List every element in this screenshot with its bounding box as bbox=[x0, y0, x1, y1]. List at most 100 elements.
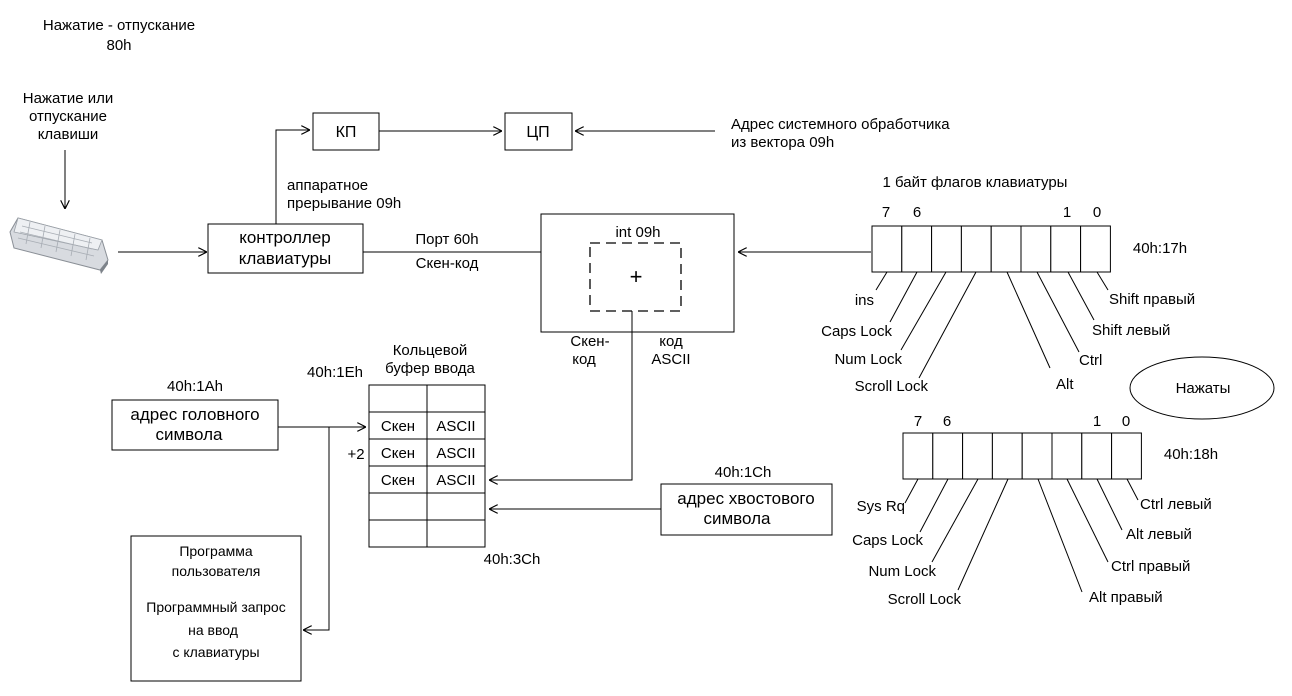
keypress-line2: отпускание bbox=[29, 108, 107, 125]
out-scan-line2: код bbox=[572, 351, 596, 368]
ring-buffer-scan-text: Скен bbox=[381, 445, 415, 462]
flag-label: Ctrl bbox=[1079, 352, 1102, 369]
hw-interrupt-line2: прерывание 09h bbox=[287, 195, 401, 212]
flag-bit-cell bbox=[1081, 432, 1113, 480]
flags2-bit7: 7 bbox=[914, 413, 922, 430]
arrow-int09-to-buffer bbox=[489, 311, 633, 480]
flags1-addr: 40h:17h bbox=[1133, 240, 1187, 257]
ring-buffer-cell-scan bbox=[368, 519, 428, 548]
ring-buffer-cell-ascii bbox=[426, 384, 486, 413]
ring-buffer-cell-scan bbox=[368, 384, 428, 413]
flag-bit-cell bbox=[931, 225, 962, 273]
flag-label: Ctrl правый bbox=[1111, 558, 1190, 575]
ring-buffer-ascii-text: ASCII bbox=[436, 445, 475, 462]
user-program-line3: Программный запрос bbox=[146, 599, 285, 615]
controller-line1: контроллер bbox=[239, 228, 331, 247]
cpu-label: ЦП bbox=[526, 124, 549, 141]
flag-leader-line bbox=[889, 271, 918, 323]
controller-line2: клавиатуры bbox=[239, 249, 332, 268]
keypress-line1: Нажатие или bbox=[23, 90, 114, 107]
ring-buffer-title-line1: Кольцевой bbox=[393, 342, 468, 359]
flags2-register bbox=[902, 432, 1142, 480]
kp-label: КП bbox=[336, 124, 357, 141]
flag-label: Caps Lock bbox=[852, 532, 923, 549]
ring-buffer-scan-text: Скен bbox=[381, 472, 415, 489]
flag-label: Shift правый bbox=[1109, 291, 1195, 308]
ring-buffer-scan-text: Скен bbox=[381, 418, 415, 435]
flag-leader-line bbox=[957, 478, 1009, 591]
flag-leader-line bbox=[1066, 478, 1109, 563]
int09-label: int 09h bbox=[615, 224, 660, 241]
out-ascii-line1: код bbox=[659, 333, 683, 350]
ring-buffer-ascii-text: ASCII bbox=[436, 472, 475, 489]
pressed-ellipse bbox=[1129, 356, 1275, 420]
flag-bit-cell bbox=[1021, 432, 1053, 480]
flags-title: 1 байт флагов клавиатуры bbox=[883, 174, 1068, 191]
flag-leader-line bbox=[1037, 478, 1083, 593]
flag-leader-line bbox=[918, 271, 977, 379]
ring-buffer-cell-ascii bbox=[426, 492, 486, 521]
flag-label: Alt bbox=[1056, 376, 1074, 393]
top-note-line2: 80h bbox=[106, 37, 131, 54]
head-pointer-line1: адрес головного bbox=[130, 405, 259, 424]
flag-bit-cell bbox=[1051, 432, 1083, 480]
handler-address-line2: из вектора 09h bbox=[731, 134, 834, 151]
flag-leader-line bbox=[1006, 271, 1051, 369]
pressed-label: Нажаты bbox=[1176, 380, 1231, 397]
flag-label: Sys Rq bbox=[857, 498, 905, 515]
int09-handler-box bbox=[540, 213, 735, 333]
user-program-line1: Программа bbox=[179, 543, 253, 559]
flag-bit-cell bbox=[1111, 432, 1142, 480]
hw-interrupt-line1: аппаратное bbox=[287, 177, 368, 194]
flag-bit-cell bbox=[1080, 225, 1111, 273]
ring-buffer-ascii-text: ASCII bbox=[436, 418, 475, 435]
flag-label: Num Lock bbox=[868, 563, 936, 580]
flag-bit-cell bbox=[871, 225, 903, 273]
user-program-box bbox=[130, 535, 302, 682]
user-program-line5: с клавиатуры bbox=[172, 644, 259, 660]
flag-bit-cell bbox=[902, 432, 934, 480]
flag-label: Ctrl левый bbox=[1140, 496, 1212, 513]
flag-label: Shift левый bbox=[1092, 322, 1170, 339]
ring-buffer-cell-scan bbox=[368, 492, 428, 521]
flag-leader-line bbox=[1067, 271, 1095, 321]
ring-buffer-cell-ascii bbox=[426, 465, 486, 494]
flag-leader-line bbox=[919, 478, 949, 533]
flag-label: Alt левый bbox=[1126, 526, 1192, 543]
flag-bit-cell bbox=[901, 225, 933, 273]
flag-bit-cell bbox=[990, 225, 1022, 273]
flag-leader-line bbox=[900, 271, 947, 351]
flag-leader-line bbox=[1096, 478, 1123, 531]
ring-buffer-cell-scan bbox=[368, 465, 428, 494]
tail-pointer-box bbox=[660, 483, 833, 536]
keypress-line3: клавиши bbox=[38, 126, 99, 143]
ring-buffer-start-addr: 40h:1Eh bbox=[307, 364, 363, 381]
flag-label: Caps Lock bbox=[821, 323, 892, 340]
ring-buffer-end-addr: 40h:3Ch bbox=[484, 551, 541, 568]
scan-code-label: Скен-код bbox=[416, 255, 479, 272]
flag-leader-line bbox=[875, 271, 888, 291]
ring-buffer-step: +2 bbox=[347, 446, 364, 463]
tail-pointer-line1: адрес хвостового bbox=[677, 489, 814, 508]
flag-bit-cell bbox=[960, 225, 992, 273]
plus-sign: + bbox=[630, 264, 643, 289]
flag-label: Alt правый bbox=[1089, 589, 1163, 606]
cpu-box bbox=[504, 112, 573, 151]
flag-label: ins bbox=[855, 292, 874, 309]
out-ascii-line2: ASCII bbox=[651, 351, 690, 368]
arrow-head-to-user-program bbox=[303, 427, 330, 630]
flags1-register bbox=[871, 225, 1111, 273]
user-program-line4: на ввод bbox=[188, 622, 238, 638]
flags1-bit6: 6 bbox=[913, 204, 921, 221]
head-pointer-box bbox=[111, 399, 279, 451]
head-pointer-addr: 40h:1Ah bbox=[167, 378, 223, 395]
port-label: Порт 60h bbox=[415, 231, 478, 248]
flag-leader-line bbox=[1126, 478, 1139, 501]
user-program-line2: пользователя bbox=[172, 563, 261, 579]
flag-leader-line bbox=[1096, 271, 1109, 291]
tail-pointer-addr: 40h:1Ch bbox=[715, 464, 772, 481]
flag-bit-cell bbox=[932, 432, 964, 480]
